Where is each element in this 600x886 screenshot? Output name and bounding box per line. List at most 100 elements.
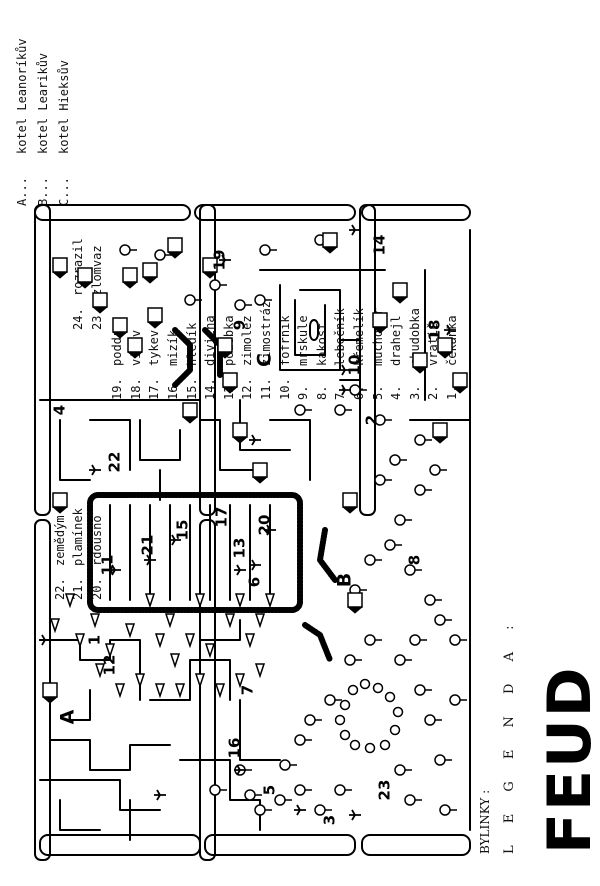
tree-icon [254,804,266,816]
boulder [379,739,391,751]
map-label-n3: 3 [321,815,339,825]
hut-icon [167,237,183,253]
conifer-icon [154,683,166,699]
tree-icon [449,694,461,706]
conifer-icon [134,673,146,689]
map-label-c: C [254,353,276,367]
hut-icon [42,682,58,698]
herb-icon [349,224,361,236]
building-wall [294,299,326,356]
tree-icon [394,514,406,526]
conifer-icon [169,653,181,669]
map-label-n7: 7 [239,685,257,695]
map-label-n9: 9 [231,320,249,330]
tree-icon [294,734,306,746]
map-label-n14: 14 [371,235,389,256]
conifer-icon [49,618,61,634]
map-label-n15: 15 [174,520,192,541]
tree-icon [184,294,196,306]
hut-roof [77,281,93,289]
map-label-n8: 8 [406,555,424,565]
boulder [349,739,361,751]
conifer-icon [104,643,116,659]
tree-icon [409,634,421,646]
hut-icon [142,262,158,278]
conifer-icon [114,683,126,699]
map-label-n23: 23 [376,780,394,801]
conifer-icon [234,593,246,609]
hut-icon [252,462,268,478]
herb-icon [234,564,246,576]
conifer-icon [194,673,206,689]
hut-icon [232,422,248,438]
map-label-a: A [57,709,79,724]
map-label-n1: 1 [86,635,104,645]
hut-icon [147,307,163,323]
map-label-n4: 4 [51,405,69,415]
tree-icon [294,784,306,796]
map-label-n11: 11 [99,555,117,576]
hut-roof [167,251,183,259]
map-label-b: B [334,573,356,587]
conifer-icon [254,663,266,679]
hut-icon [92,292,108,308]
hut-icon [112,317,128,333]
maze-wall [39,779,161,811]
hut-icon [412,352,428,368]
hut-roof [122,281,138,289]
tree-icon [424,714,436,726]
tree-icon [424,594,436,606]
map-label-n2: 2 [363,415,381,425]
hut-roof [342,506,358,514]
border-bar-bottom-a [39,834,201,856]
conifer-icon [224,613,236,629]
tree-icon [209,279,221,291]
tree-icon [394,764,406,776]
conifer-icon [194,593,206,609]
map-label-n13: 13 [231,538,249,559]
map-label-n12: 12 [101,655,119,676]
conifer-icon [184,633,196,649]
hut-roof [52,271,68,279]
boulder [364,742,376,754]
tree-icon [234,299,246,311]
herb-icon [264,524,276,536]
tree-icon [394,654,406,666]
conifer-icon [234,673,246,689]
hut-icon [347,592,363,608]
conifer-icon [244,633,256,649]
conifer-icon [174,683,186,699]
herb-icon [154,789,166,801]
conifer-icon [94,663,106,679]
map-label-n22: 22 [106,452,124,473]
tree-icon [404,794,416,806]
hatched-wall [317,527,338,583]
border-bar-side-a [34,204,191,221]
tree-icon [374,474,386,486]
maze-wall [199,419,261,471]
tree-icon [349,384,361,396]
border-bar-side-c [361,204,471,221]
map-label-n19: 19 [211,250,229,271]
maze-wall [139,419,181,461]
tree-icon [334,784,346,796]
herb-icon [339,384,351,396]
hut-icon [127,337,143,353]
conifer-icon [89,613,101,629]
conifer-icon [154,633,166,649]
hut-roof [42,696,58,704]
hut-icon [122,267,138,283]
building-wall [339,339,361,381]
border-bar-bottom-b [199,519,216,861]
hut-icon [392,282,408,298]
herb-icon [144,554,156,566]
boulder [334,714,346,726]
boulder [339,699,351,711]
hut-roof [222,386,238,394]
tree-icon [364,554,376,566]
maze-wall [269,419,311,481]
hut-roof [452,386,468,394]
hut-icon [217,337,233,353]
map-label-n6: 6 [246,577,264,587]
hut-icon [52,257,68,273]
